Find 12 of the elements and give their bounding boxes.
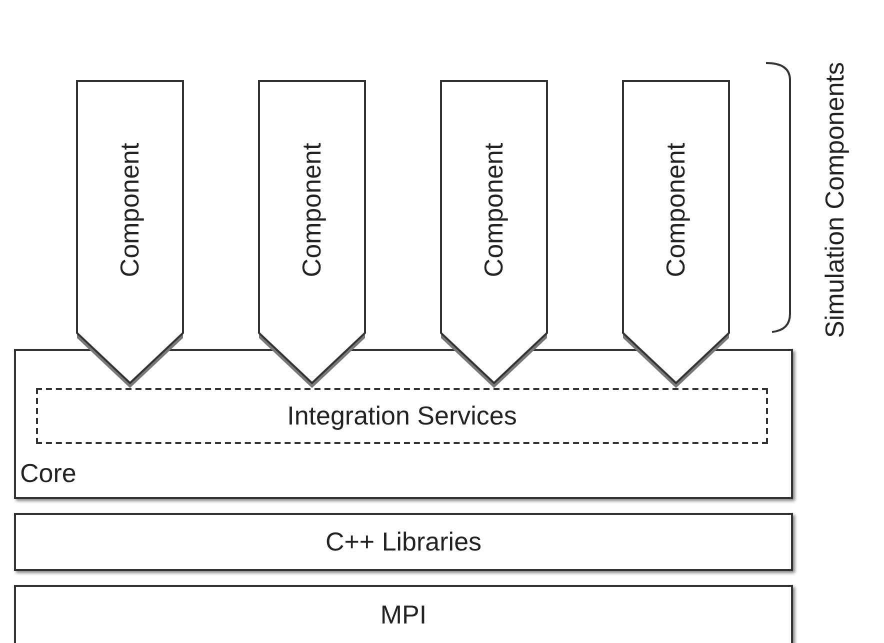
bracket-label: Simulation Components xyxy=(820,62,850,338)
dashed-box xyxy=(36,388,768,444)
component-label: Component xyxy=(478,142,510,278)
layer-label: MPI xyxy=(379,600,428,630)
box-label: Integration Services xyxy=(286,400,518,432)
component-label: Component xyxy=(660,142,692,278)
layer-label: Core xyxy=(20,458,76,489)
component-label: Component xyxy=(114,142,146,278)
component-label: Component xyxy=(296,142,328,278)
layer-label: C++ Libraries xyxy=(324,526,483,558)
layer-box xyxy=(14,585,793,643)
layer-box xyxy=(14,513,793,571)
